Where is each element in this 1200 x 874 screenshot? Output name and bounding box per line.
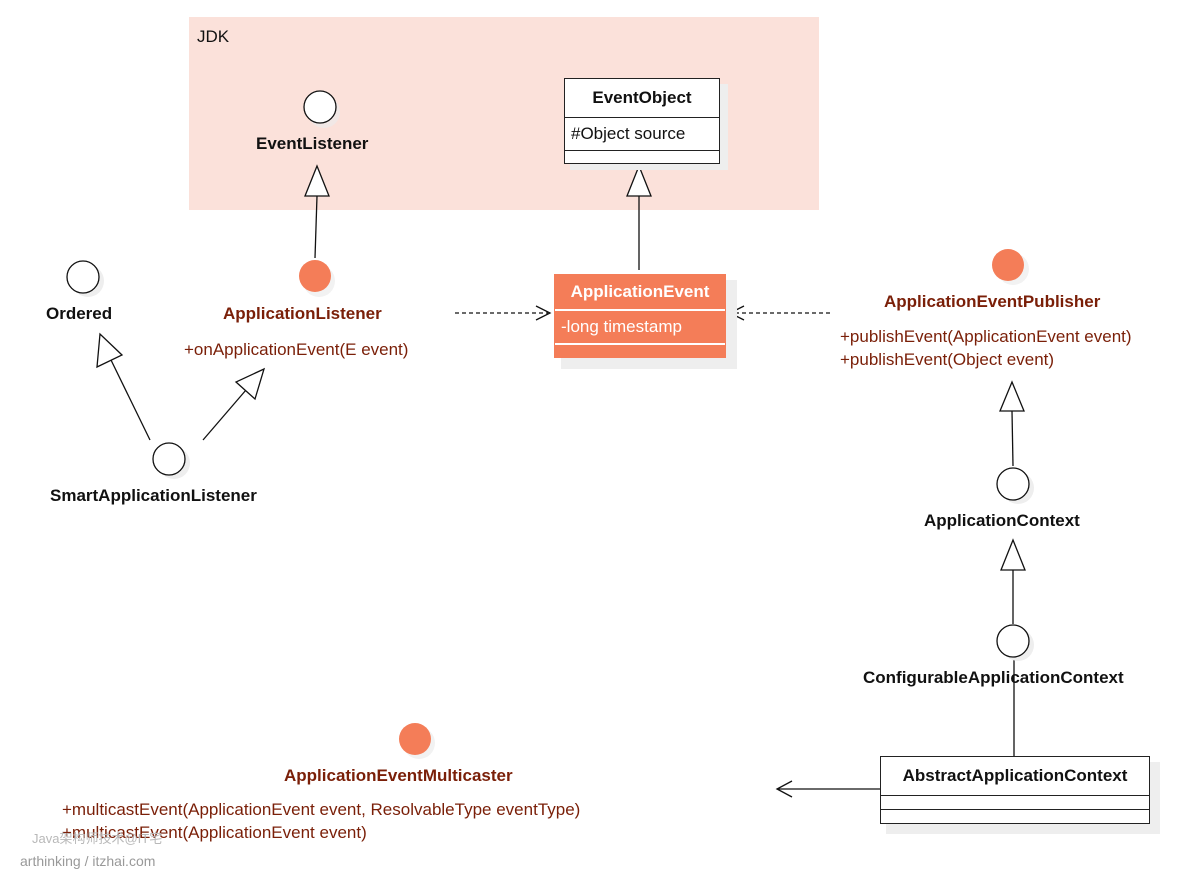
applicationlistener-name: ApplicationListener [223,304,382,323]
eventobject-attribute: #Object source [565,117,719,150]
abstractapplicationcontext-methods-compartment [881,809,1149,823]
arrowhead-ordered [96,332,124,369]
applicationevent-class: ApplicationEvent -long timestamp [554,274,726,358]
arrowhead-context [1000,538,1026,571]
eventobject-methods-compartment [565,150,719,163]
abstractapplicationcontext-attributes-compartment [881,795,1149,809]
multicaster-method-2: +multicastEvent(ApplicationEvent event) [62,823,367,842]
eventobject-name: EventObject [592,88,692,107]
smartapplicationlistener-name: SmartApplicationListener [50,486,257,505]
generalization-context-publisher [1011,410,1014,467]
applicationcontext-name: ApplicationContext [924,511,1080,530]
generalization-applistener-eventlistener [314,195,318,259]
arrowhead-publisher [999,380,1025,412]
applicationevent-methods-compartment [555,343,725,357]
applicationevent-name: ApplicationEvent [570,282,710,301]
applicationcontext-lollipop-icon [996,467,1030,501]
abstractapplicationcontext-name: AbstractApplicationContext [902,766,1128,785]
applicationeventmulticaster-name: ApplicationEventMulticaster [284,766,513,785]
applicationlistener-method: +onApplicationEvent(E event) [184,340,409,359]
applicationeventpublisher-name: ApplicationEventPublisher [884,292,1101,311]
arrowhead-dep-left [535,305,552,321]
configurableapplicationcontext-lollipop-icon [996,624,1030,658]
applicationlistener-lollipop-icon [299,260,331,292]
applicationeventmulticaster-lollipop-icon [399,723,431,755]
watermark-line-2: arthinking / itzhai.com [20,853,156,869]
publisher-method-2: +publishEvent(Object event) [840,350,1055,369]
eventlistener-name: EventListener [256,134,369,153]
arrowhead-eventobject [626,164,652,197]
smartapplicationlistener-lollipop-icon [152,442,186,476]
configurableapplicationcontext-name: ConfigurableApplicationContext [863,668,1124,687]
generalization-smart-ordered [110,359,151,441]
generalization-smart-applistener [202,389,247,441]
arrowhead-applistener [234,367,266,401]
applicationeventpublisher-lollipop-icon [992,249,1024,281]
arrowhead-eventlistener [304,164,330,197]
eventobject-class: EventObject #Object source [564,78,720,164]
applicationevent-attribute: -long timestamp [555,309,725,343]
eventlistener-lollipop-icon [303,90,337,124]
watermark-line-1: Java架构师技术@IT宅 [32,831,163,846]
publisher-method-1: +publishEvent(ApplicationEvent event) [840,327,1132,346]
arrowhead-association [775,780,793,798]
package-label: JDK [197,27,230,46]
multicaster-method-1: +multicastEvent(ApplicationEvent event, … [62,800,581,819]
ordered-name: Ordered [46,304,113,323]
abstractapplicationcontext-class: AbstractApplicationContext [880,756,1150,824]
ordered-lollipop-icon [66,260,100,294]
